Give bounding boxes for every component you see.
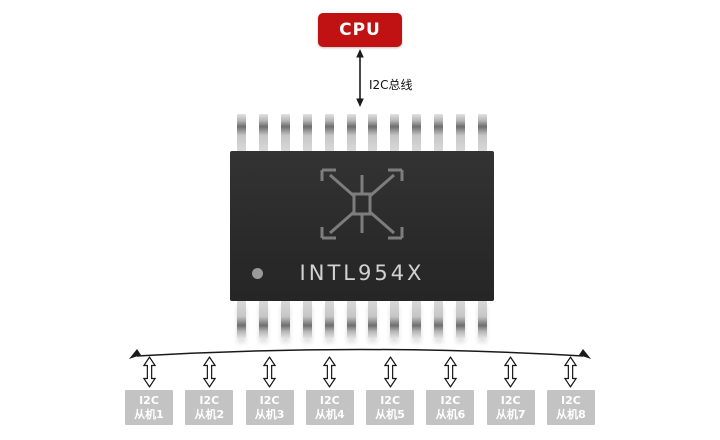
cpu-label: CPU [339,20,381,40]
slave-label-line2: 从机5 [375,407,405,421]
slave-box-7: I2C 从机7 [486,390,535,425]
slave-box-5: I2C 从机5 [366,390,415,425]
slave-column-3: I2C 从机3 [245,356,294,425]
chip-logo-icon [320,168,404,240]
double-arrow-icon [564,356,577,388]
slave-label-line2: 从机6 [435,407,466,421]
slave-label-line2: 从机3 [254,407,285,421]
chip-pin [280,301,290,338]
fanout-line-icon [129,348,591,359]
slave-label-line1: I2C [259,393,280,407]
slave-label-line1: I2C [440,393,461,407]
slave-label-line1: I2C [139,393,159,407]
slave-column-8: I2C 从机8 [546,356,595,425]
chip-body: INTL954X [230,151,494,301]
slave-label-line1: I2C [561,393,581,407]
chip-pin [390,301,400,338]
chip-pin [237,301,246,338]
slave-label-line2: 从机2 [194,407,225,421]
slave-row: I2C 从机1 I2C 从机2 I2C 从机3 I2C 从机4 [125,356,595,425]
double-arrow-icon [323,356,336,388]
chip-pin [477,301,487,338]
slave-label-line2: 从机1 [134,407,164,421]
chip-pin [346,114,356,151]
double-arrow-icon [444,356,457,388]
chip-pin [346,301,356,338]
chip-pin [456,114,466,151]
slave-box-3: I2C 从机3 [245,390,294,425]
double-arrow-icon [504,356,517,388]
chip-pin [324,301,334,338]
slave-label-line2: 从机8 [556,407,586,421]
cpu-bus-double-arrow-icon [356,49,364,107]
slave-column-1: I2C 从机1 [125,356,173,425]
chip-pin [434,301,444,338]
chip-pin [302,114,312,151]
chip-pin [324,114,334,151]
chip-part-number: INTL954X [299,261,425,285]
pin1-indicator-dot [252,268,263,279]
slave-label-line1: I2C [319,393,340,407]
slave-column-7: I2C 从机7 [486,356,535,425]
chip-pin [434,114,444,151]
slave-label-line1: I2C [380,393,401,407]
slave-box-8: I2C 从机8 [546,390,595,425]
double-arrow-icon [143,356,156,388]
chip-pin [237,114,246,151]
i2c-bus-label: I2C总线 [369,78,413,92]
slave-label-line2: 从机4 [315,407,345,421]
slave-box-2: I2C 从机2 [185,390,234,425]
chip-pin [456,301,466,338]
chip-pin [368,114,378,151]
chip-pin [258,114,268,151]
chip-package: INTL954X [230,114,494,338]
slave-column-2: I2C 从机2 [185,356,234,425]
slave-label-line1: I2C [199,393,220,407]
chip-pin [412,114,422,151]
chip-pin [477,114,487,151]
double-arrow-icon [384,356,397,388]
chip-pins-bottom [230,301,494,338]
slave-column-5: I2C 从机5 [366,356,415,425]
chip-pin [302,301,312,338]
slave-label-line1: I2C [500,393,521,407]
chip-pin [280,114,290,151]
chip-pin [412,301,422,338]
slave-label-line2: 从机7 [495,407,526,421]
cpu-node: CPU [318,13,402,47]
slave-column-4: I2C 从机4 [305,356,354,425]
slave-box-4: I2C 从机4 [305,390,354,425]
slave-box-6: I2C 从机6 [426,390,475,425]
chip-pin [258,301,268,338]
slave-box-1: I2C 从机1 [125,390,173,425]
double-arrow-icon [203,356,216,388]
slave-column-6: I2C 从机6 [426,356,475,425]
chip-pin [390,114,400,151]
chip-pins-top [230,114,494,151]
double-arrow-icon [263,356,276,388]
chip-pin [368,301,378,338]
